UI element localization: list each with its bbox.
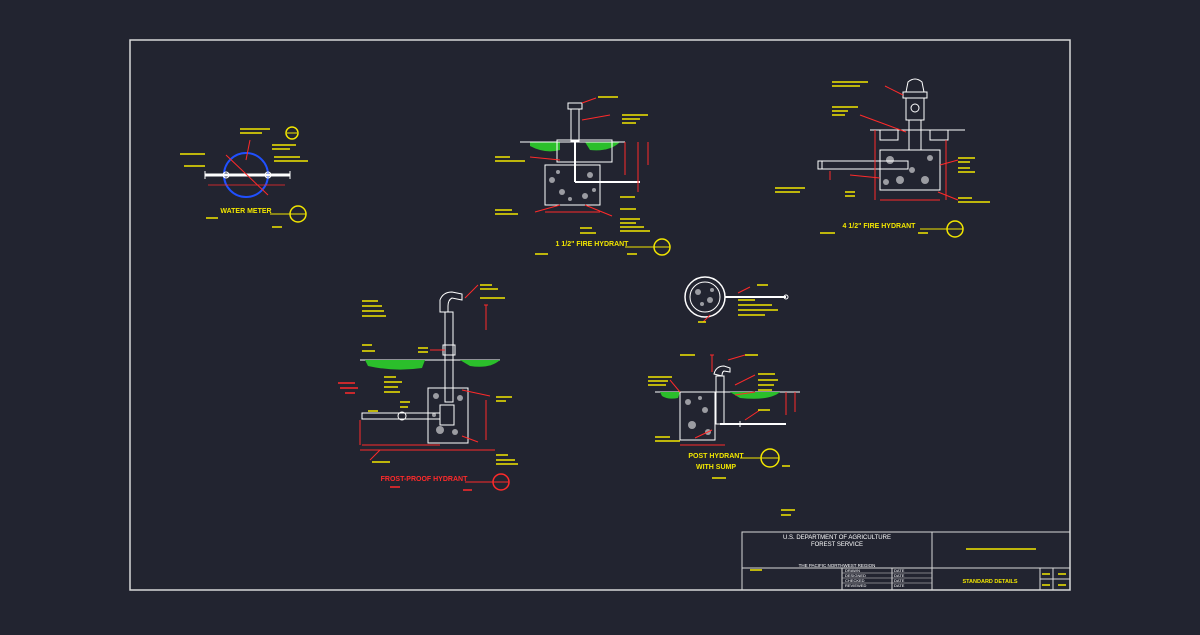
date-label-3: DATE: [894, 578, 905, 583]
region-name: THE PACIFIC NORTHWEST REGION: [799, 563, 876, 568]
label-post-hydrant-line1: POST HYDRANT: [688, 453, 744, 460]
label-fire-hydrant-small: 1 1/2" FIRE HYDRANT: [556, 241, 630, 248]
sheet-border: [129, 39, 1071, 591]
date-label-1: DATE: [894, 568, 905, 573]
fire-hydrant-large-detail: 4 1/2" FIRE HYDRANT: [775, 78, 990, 238]
frost-proof-hydrant-detail: FROST-PROOF HYDRANT: [338, 284, 518, 491]
title-block-frame: [741, 531, 1071, 591]
label-post-hydrant-line2: WITH SUMP: [696, 464, 736, 471]
fire-hydrant-small-detail: 1 1/2" FIRE HYDRANT: [495, 96, 671, 256]
sheet-title: STANDARD DETAILS: [962, 579, 1017, 585]
post-hydrant-detail: POST HYDRANT WITH SUMP: [648, 354, 800, 516]
water-meter-detail: WATER METER: [180, 126, 308, 228]
label-frost-proof-hydrant: FROST-PROOF HYDRANT: [381, 476, 468, 483]
label-water-meter: WATER METER: [220, 208, 271, 215]
title-block: U.S. DEPARTMENT OF AGRICULTURE FOREST SE…: [741, 531, 1071, 591]
label-fire-hydrant-large: 4 1/2" FIRE HYDRANT: [843, 223, 917, 230]
row-label-designed: DESIGNED: [845, 573, 866, 578]
row-label-reviewed: REVIEWED: [845, 583, 866, 588]
date-label-4: DATE: [894, 583, 905, 588]
date-label-2: DATE: [894, 573, 905, 578]
agency-name: U.S. DEPARTMENT OF AGRICULTURE: [783, 535, 891, 541]
cap-plan-detail: [684, 276, 789, 323]
row-label-drawn: DRAWN: [845, 568, 860, 573]
row-label-checked: CHECKED: [845, 578, 865, 583]
agency-service: FOREST SERVICE: [811, 542, 863, 548]
